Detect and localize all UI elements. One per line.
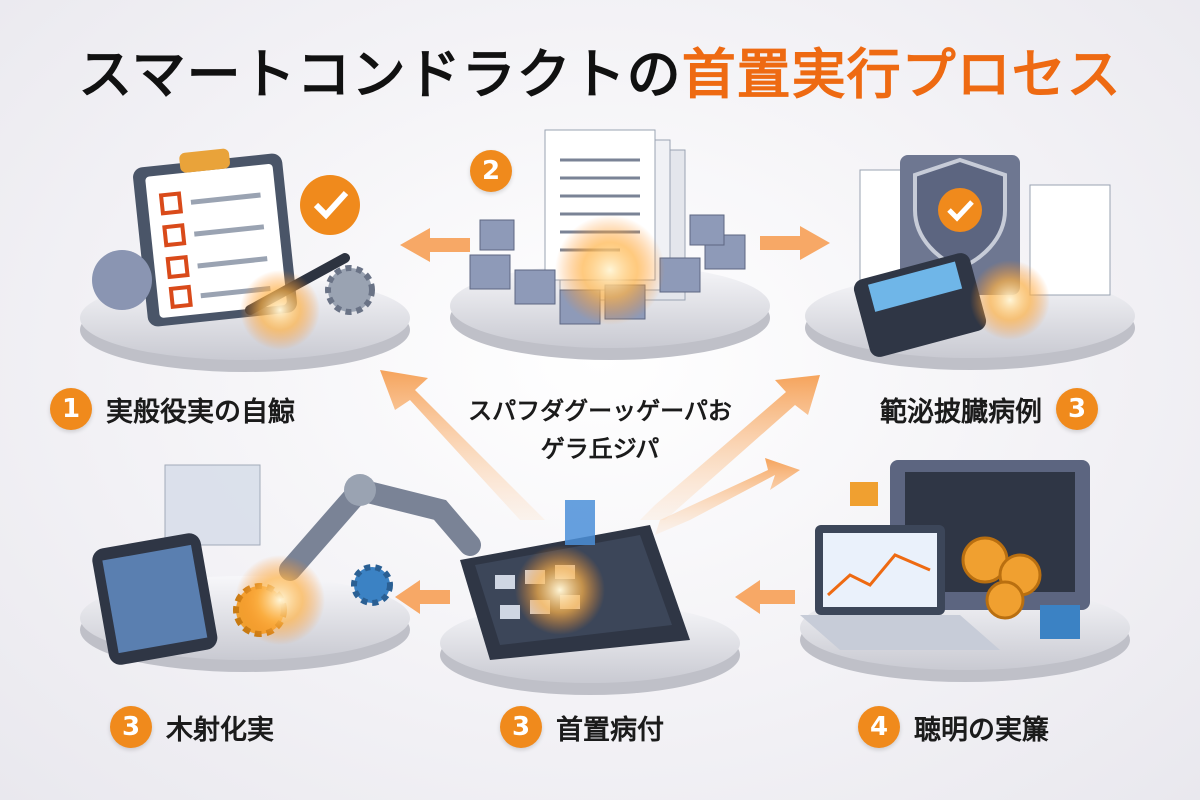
robot-arm-icon	[279, 477, 481, 581]
step-2-number: 2	[470, 150, 512, 192]
gear-icon-step1	[325, 265, 375, 315]
step-4-label: 聴明の実簾	[914, 714, 1049, 746]
center-caption-line-2: ゲラ丘ジパ	[540, 435, 660, 463]
sphere-icon	[92, 250, 152, 310]
laptop-icon	[800, 525, 1000, 650]
swoosh-arrow-right	[640, 375, 820, 520]
smartphone-icon	[92, 533, 218, 665]
step-3-left-label: 木射化実	[166, 714, 274, 746]
arrow-right-top	[760, 226, 830, 260]
payment-terminal-icon	[853, 253, 987, 357]
page-title: スマートコンドラクトの首置実行プロセス	[0, 30, 1200, 109]
swoosh-arrow-bottom-right	[655, 458, 800, 535]
arrow-left-bottom	[395, 580, 450, 614]
step-1-label: 実般役実の自鯨	[106, 396, 295, 428]
step-3-center-label: 首置病付	[556, 714, 664, 746]
glow-effect	[970, 260, 1050, 340]
step-1-number: 1	[50, 388, 92, 430]
title-orange-part: 首置実行プロセス	[681, 43, 1122, 106]
step-1-label-group: 1 実般役実の自鯨	[50, 388, 295, 430]
step-3-center-label-group: 3 首置病付	[500, 706, 664, 748]
step-3-center-number: 3	[500, 706, 542, 748]
step-4-number: 4	[858, 706, 900, 748]
glow-effect	[555, 215, 665, 325]
step-3-left-number: 3	[110, 706, 152, 748]
arrow-left-bottom-2	[735, 580, 795, 614]
glow-effect	[515, 545, 605, 635]
step-3-top-label-group: 範泌披臓病例 3	[880, 388, 1098, 430]
cube-icon-step4	[850, 482, 1080, 639]
step-3-left-label-group: 3 木射化実	[110, 706, 274, 748]
step-4-label-group: 4 聴明の実簾	[858, 706, 1049, 748]
arrow-left-top	[400, 228, 470, 262]
glow-effect	[235, 555, 325, 645]
check-badge-icon	[300, 175, 360, 235]
dashboard-panel-icon	[164, 464, 261, 546]
blue-block	[565, 500, 595, 545]
glow-effect	[240, 270, 320, 350]
center-caption-line-1: スパフダグーッゲーパお	[468, 397, 732, 425]
step-3-top-number: 3	[1056, 388, 1098, 430]
step-2-badge: 2	[470, 150, 512, 192]
title-black-part: スマートコンドラクトの	[78, 43, 682, 106]
swoosh-arrow-left	[380, 370, 545, 520]
step-3-top-label: 範泌披臓病例	[880, 396, 1042, 428]
center-caption: スパフダグーッゲーパお ゲラ丘ジパ	[440, 392, 760, 468]
coin-stack-icon	[961, 536, 1042, 620]
robot-joint	[344, 474, 376, 506]
